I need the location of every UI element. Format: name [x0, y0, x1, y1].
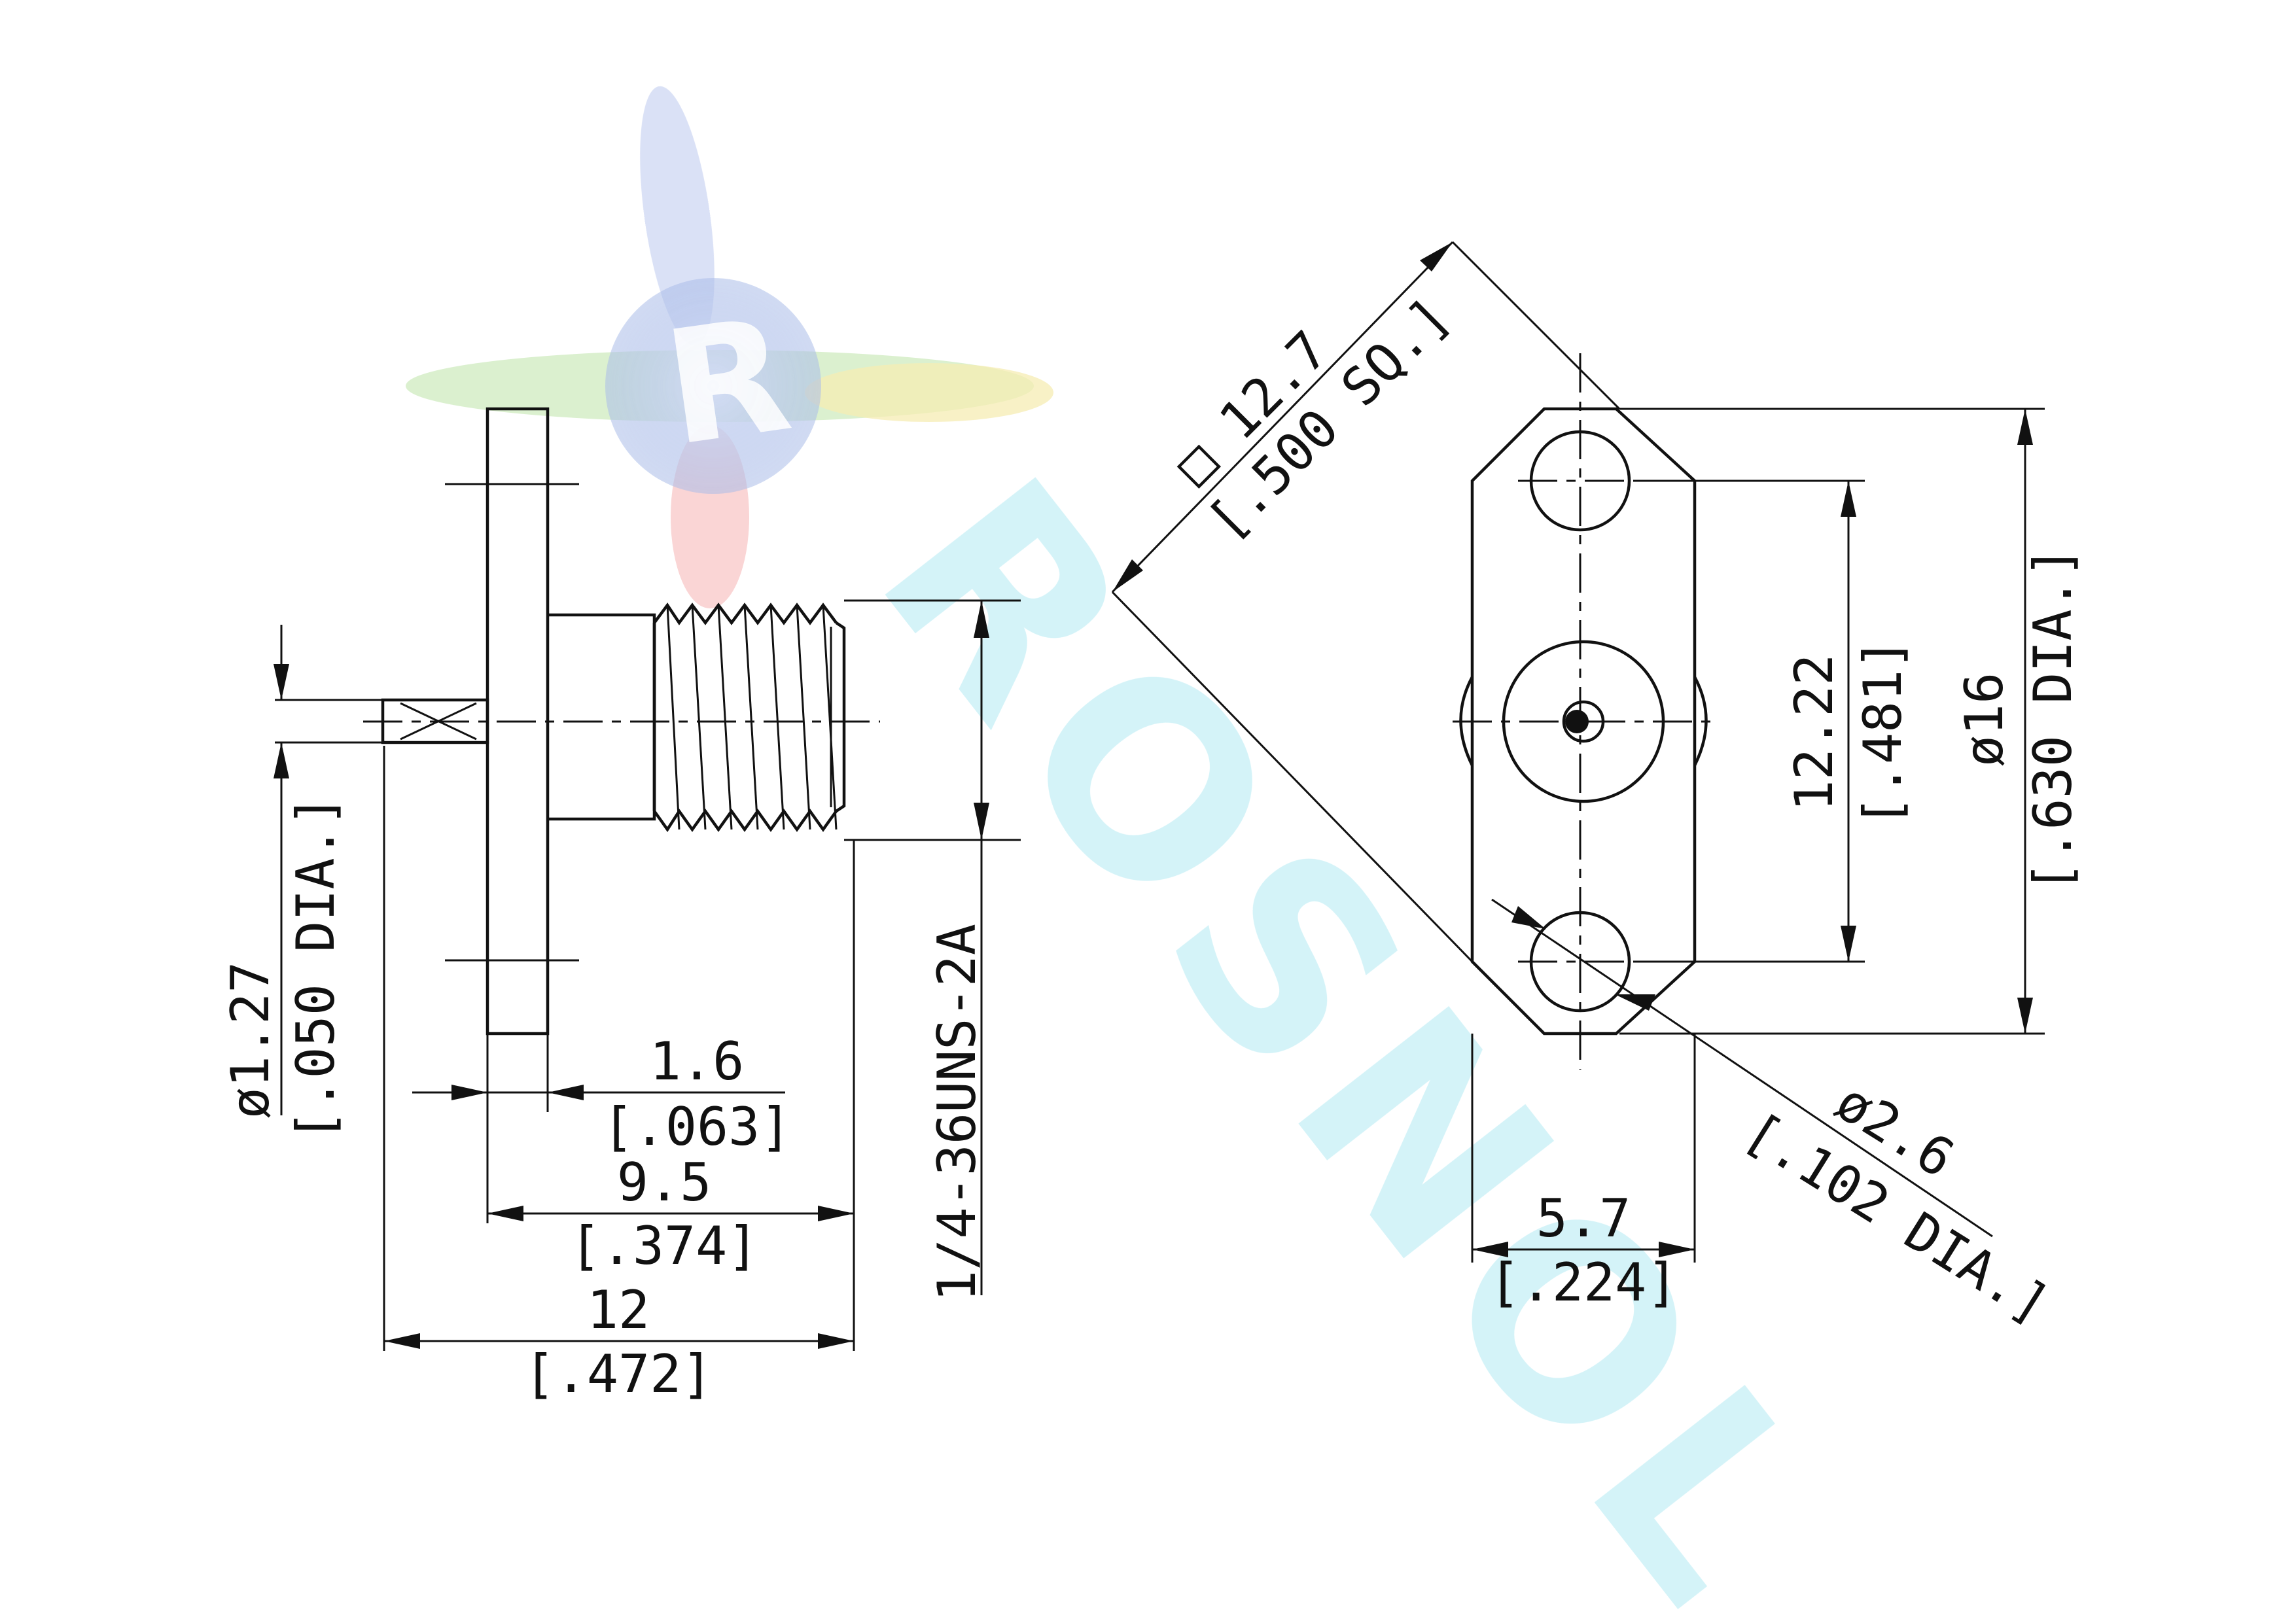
pin-diameter-inch: [.050 DIA.] — [285, 795, 346, 1142]
overall-length-inch: [.472] — [524, 1344, 713, 1405]
flange-width-inch: [.224] — [1489, 1252, 1678, 1313]
pin-diameter-mm: ø1.27 — [220, 962, 281, 1119]
thread-spec-label: 1/4-36UNS-2A — [927, 924, 987, 1302]
flange-thickness-inch: [.063] — [603, 1096, 792, 1157]
watermark-logo: R — [406, 86, 1053, 608]
hole-spacing-mm: 12.22 — [1784, 654, 1845, 812]
flange-diameter-mm: ø16 — [1954, 672, 2015, 767]
flange-thickness-mm: 1.6 — [650, 1031, 745, 1092]
watermark-logo-letter: R — [655, 283, 800, 481]
flange-face-outline — [1470, 407, 1697, 1036]
overall-length-mm: 12 — [587, 1280, 650, 1340]
body-length-inch: [.374] — [570, 1215, 759, 1276]
flange-width-mm: 5.7 — [1536, 1188, 1631, 1249]
hole-spacing-inch: [.481] — [1852, 638, 1913, 828]
body-length-mm: 9.5 — [617, 1152, 712, 1213]
flange-diameter-inch: [.630 DIA.] — [2022, 546, 2083, 893]
side-view: 1/4-36UNS-2A ø1.27 [.050 DIA.] 1.6 [.063… — [220, 407, 1021, 1405]
body-outline — [548, 613, 656, 821]
